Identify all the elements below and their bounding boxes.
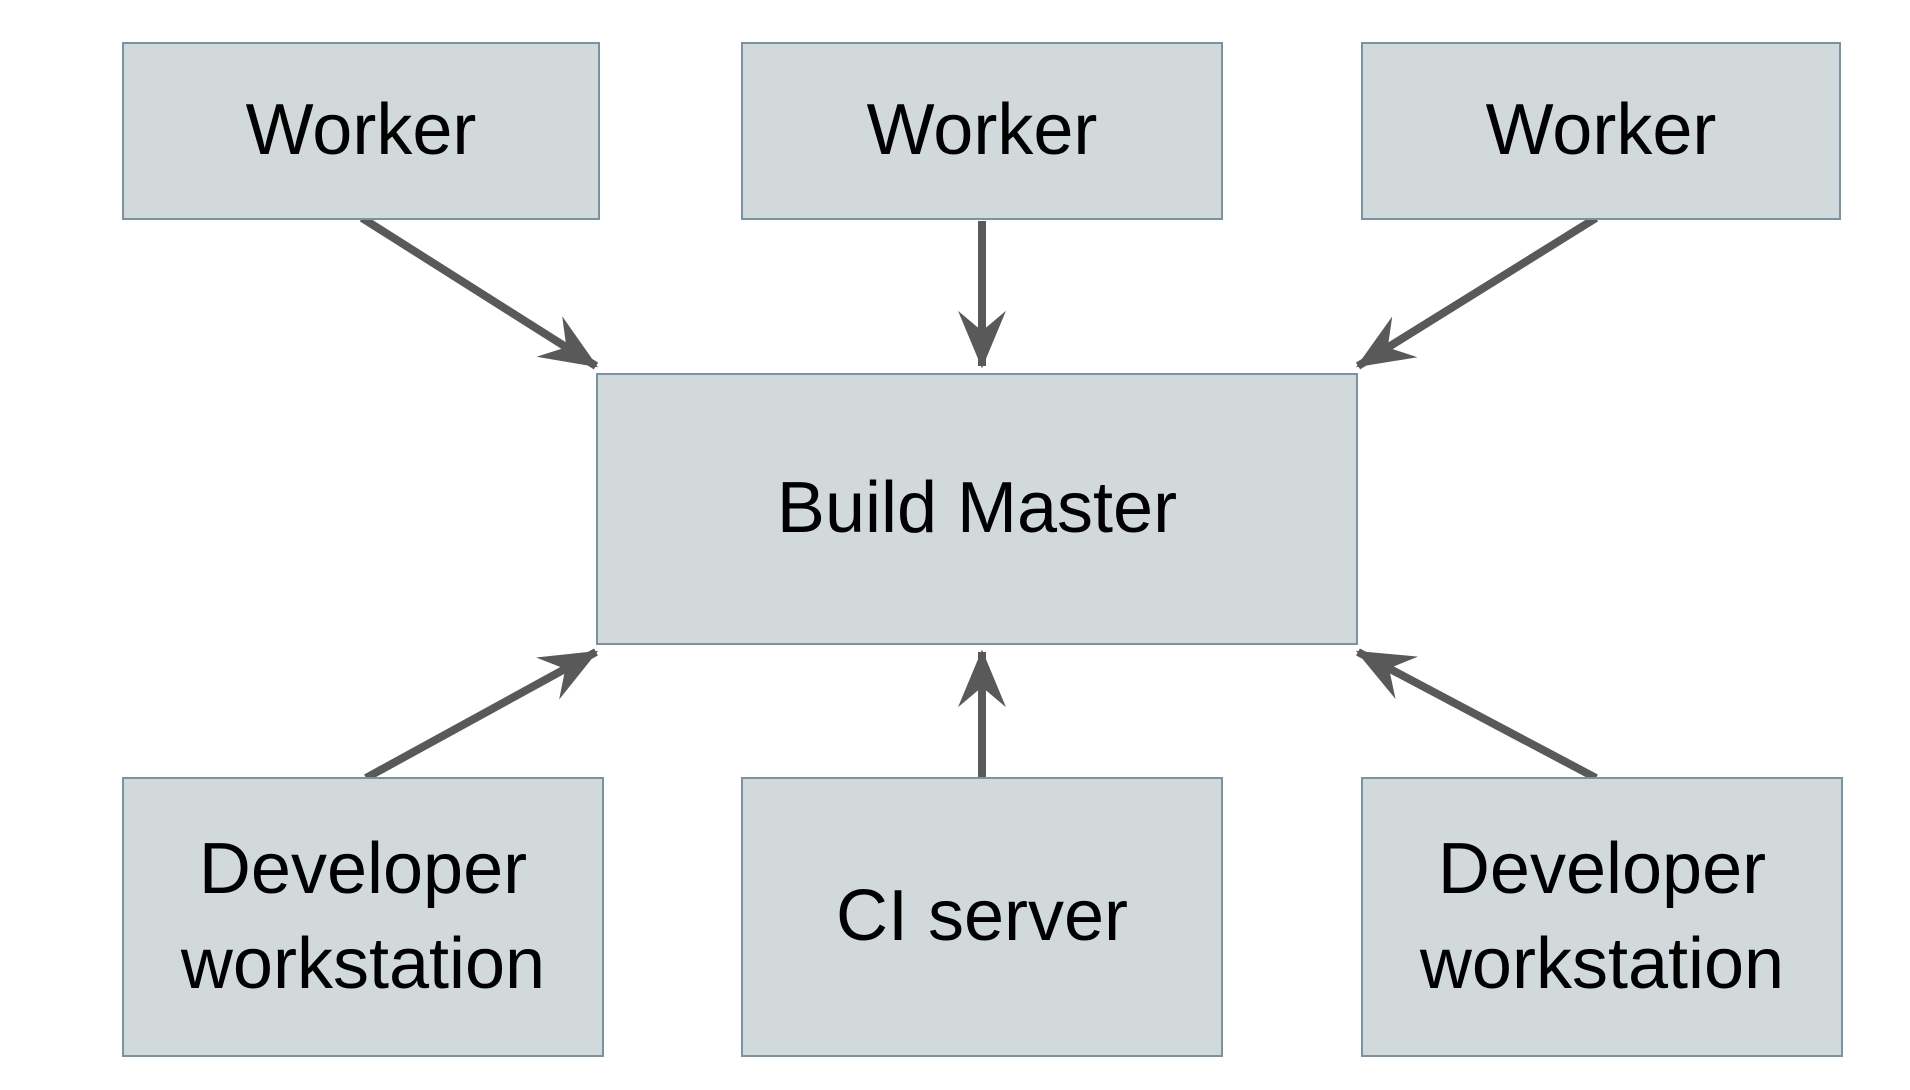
node-worker-3-label: Worker <box>1485 90 1717 171</box>
arrow-devright-to-build-master <box>1355 648 1598 782</box>
arrow-worker1-to-build-master <box>359 214 599 370</box>
node-developer-workstation-left: Developer workstation <box>122 777 604 1057</box>
node-build-master: Build Master <box>596 373 1358 645</box>
node-worker-1-label: Worker <box>245 90 477 171</box>
node-ci-server: CI server <box>741 777 1223 1057</box>
arrow-worker3-to-build-master <box>1355 214 1599 370</box>
node-worker-1: Worker <box>122 42 600 220</box>
node-build-master-label: Build Master <box>776 468 1178 549</box>
node-developer-workstation-left-label: Developer workstation <box>180 828 546 1004</box>
arrow-devleft-to-build-master <box>364 648 599 782</box>
node-ci-server-label: CI server <box>835 876 1129 957</box>
node-worker-2: Worker <box>741 42 1223 220</box>
node-developer-workstation-right: Developer workstation <box>1361 777 1843 1057</box>
node-developer-workstation-right-label: Developer workstation <box>1419 828 1785 1004</box>
node-worker-3: Worker <box>1361 42 1841 220</box>
node-worker-2-label: Worker <box>866 90 1098 171</box>
